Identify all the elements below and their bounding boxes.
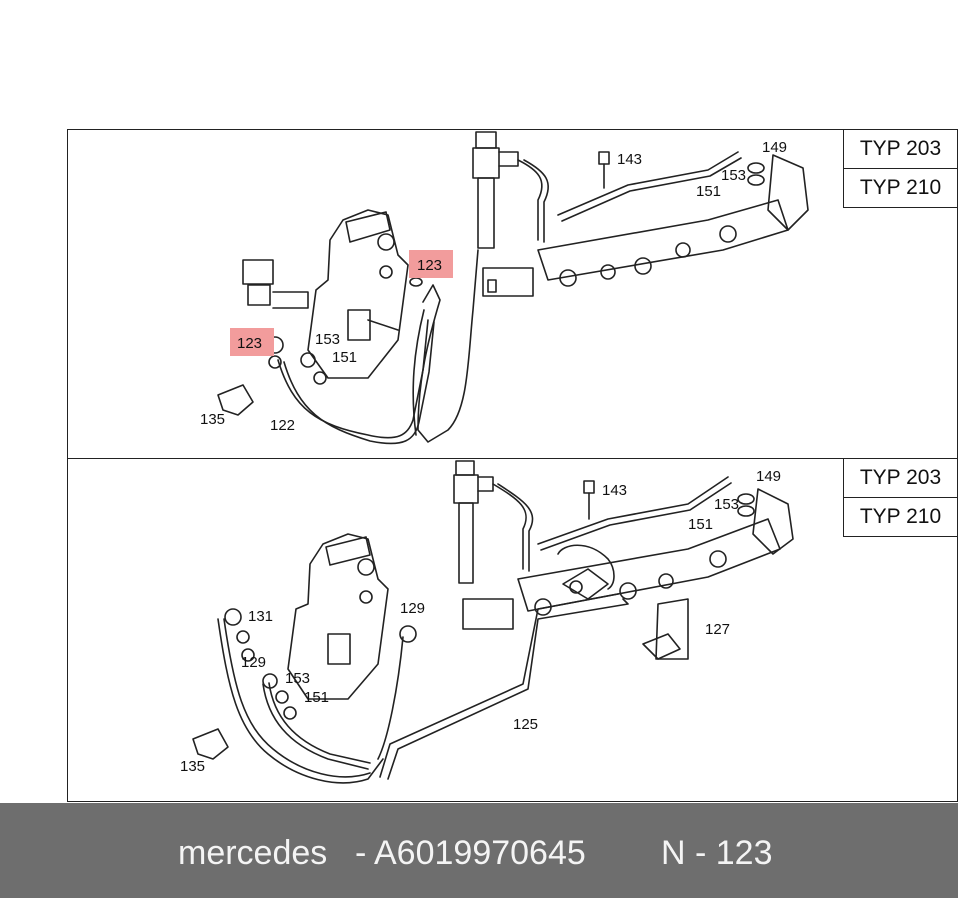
clip-135 (192, 728, 229, 760)
callout-153: 153 (721, 167, 746, 184)
type-label: TYP 203 (859, 466, 942, 489)
callout-129: 129 (400, 600, 425, 617)
type-label: TYP 203 (859, 137, 942, 160)
callout-125: 125 (513, 716, 538, 733)
line-122 (277, 319, 429, 439)
callout-151: 151 (332, 349, 357, 366)
pressure-regulator (767, 154, 809, 231)
callout-135: 135 (180, 758, 205, 775)
highlight-123 (409, 250, 453, 278)
high-pressure-pump (287, 533, 389, 700)
clip-135 (217, 384, 254, 416)
type-box: TYP 203 TYP 210 (843, 130, 957, 208)
high-pressure-pump (307, 209, 409, 379)
clip-127 (655, 598, 689, 660)
callout-153: 153 (285, 670, 310, 687)
callout-151: 151 (688, 516, 713, 533)
callout-149: 149 (756, 468, 781, 485)
brand-label: mercedes (178, 834, 328, 872)
bolt-143 (583, 480, 595, 494)
callout-149: 149 (762, 139, 787, 156)
callout-151: 151 (304, 689, 329, 706)
highlight-123 (230, 328, 274, 356)
rail-sensor (462, 598, 514, 630)
type-box: TYP 203 TYP 210 (843, 459, 957, 537)
footer-banner: mercedes - A6019970645 N - 123 (0, 803, 958, 898)
callout-153: 153 (714, 496, 739, 513)
callout-153: 153 (315, 331, 340, 348)
callout-143: 143 (617, 151, 642, 168)
separator: - (355, 834, 367, 872)
callout-123: 123 (237, 335, 262, 352)
diagram-panel-bottom: TYP 203 TYP 210 (67, 458, 958, 802)
type-label: TYP 210 (844, 497, 957, 536)
injector-bottom (455, 460, 475, 476)
callout-123: 123 (417, 257, 442, 274)
line-125 (387, 598, 629, 780)
pressure-regulator (752, 488, 794, 555)
callout-122: 122 (270, 417, 295, 434)
callout-151: 151 (696, 183, 721, 200)
part-number: A6019970645 (374, 834, 586, 872)
fuel-system-drawing-top: 143 149 153 151 123 123 153 151 135 122 (200, 131, 809, 445)
callout-143: 143 (602, 482, 627, 499)
callout-127: 127 (705, 621, 730, 638)
rail-sensor (482, 267, 534, 297)
position-label: N - 123 (661, 834, 773, 872)
diagram-panel-top: TYP 203 TYP 210 (67, 129, 958, 459)
fuel-rail (537, 199, 789, 281)
callout-129: 129 (241, 654, 266, 671)
type-label: TYP 210 (844, 168, 957, 207)
callout-135: 135 (200, 411, 225, 428)
injector-top (475, 131, 497, 149)
bolt-143 (598, 151, 610, 165)
callout-131: 131 (248, 608, 273, 625)
fuel-rail (517, 518, 781, 612)
fuel-system-drawing-bottom: 143 149 153 151 131 129 129 153 151 135 … (180, 460, 794, 784)
